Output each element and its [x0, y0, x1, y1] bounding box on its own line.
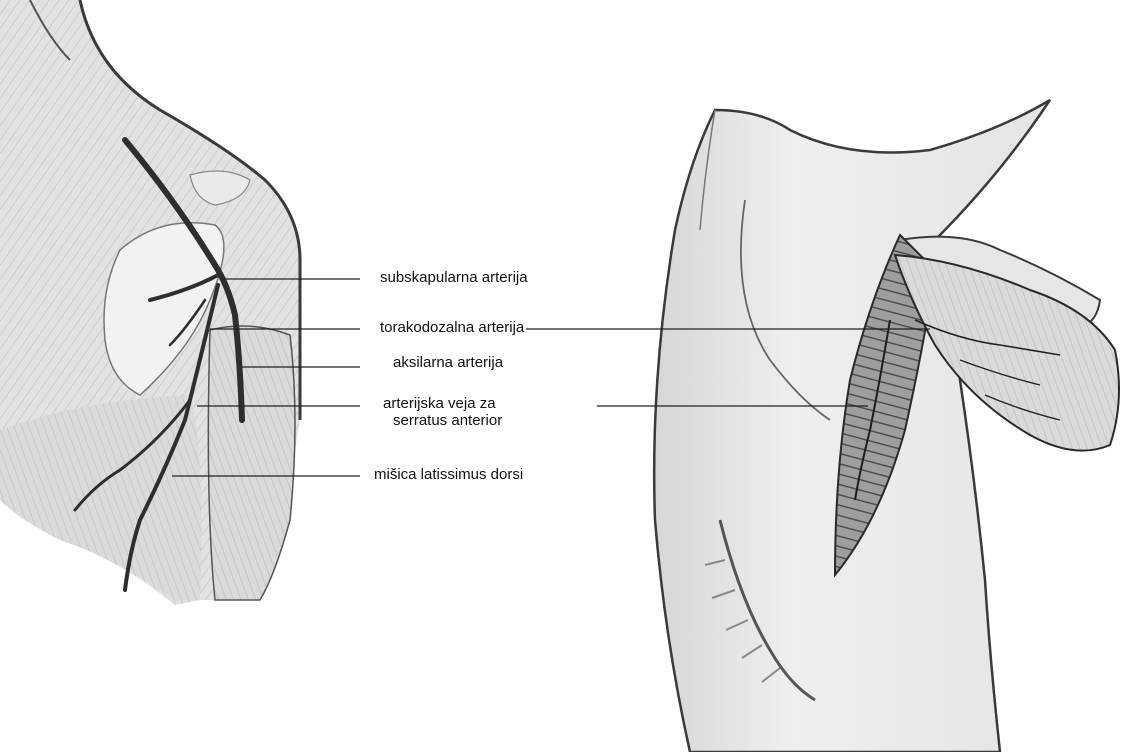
label-subscapular-artery: subskapularna arterija [378, 269, 530, 287]
label-latissimus-muscle: mišica latissimus dorsi [372, 466, 525, 484]
label-thoracodorsal-artery: torakodozalna arterija [378, 319, 526, 337]
right-trunk-illustration [654, 100, 1119, 752]
left-shoulder-illustration [0, 0, 300, 605]
label-serratus-branch-line2: serratus anterior [391, 412, 504, 429]
label-axillary-artery: aksilarna arterija [391, 354, 505, 372]
label-serratus-branch-line1: arterijska veja za [381, 395, 498, 412]
latissimus-muscle [0, 395, 201, 605]
